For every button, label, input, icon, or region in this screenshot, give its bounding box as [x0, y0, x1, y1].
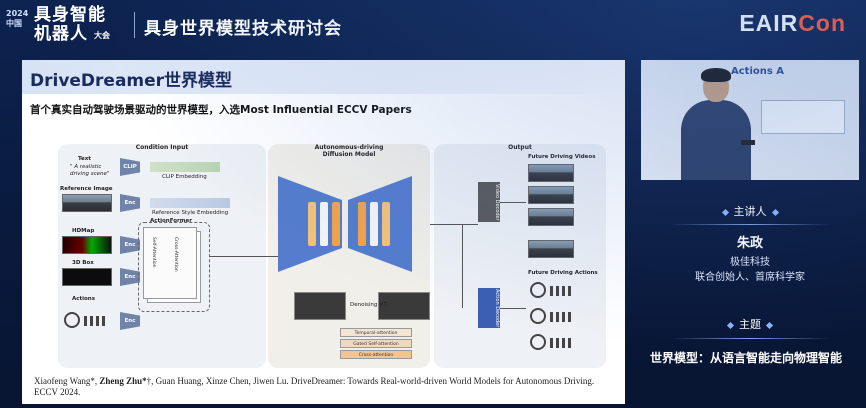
action-encoder: Enc [120, 312, 140, 330]
slide-title: DriveDreamer世界模型 [30, 71, 233, 91]
ref-image-thumb [62, 194, 112, 212]
text-quote-1: " A realistic [70, 164, 102, 170]
logo-small-text: 2024 中国 [6, 9, 29, 28]
speaker-figure [681, 68, 755, 180]
output-bars-icon-2 [550, 312, 572, 322]
header-divider [134, 12, 135, 38]
box3d-label: 3D Box [72, 260, 94, 266]
gated-self-attention-box: Gated Self-attention [340, 339, 412, 348]
camera-background-diagram [761, 100, 845, 134]
clip-embedding-bar [150, 162, 220, 172]
video-decoder: Video Decoder [478, 182, 500, 222]
output-video-3 [528, 208, 574, 226]
steering-wheel-icon [64, 312, 80, 328]
output-panel: Output [434, 144, 606, 368]
diffusion-heading-2: Diffusion Model [322, 151, 376, 158]
cross-attention-box: Cross-attention [340, 350, 412, 359]
brand-prefix: EAIR [739, 10, 799, 36]
output-video-1 [528, 164, 574, 182]
topic-tag: 主题 [708, 316, 792, 332]
future-actions-label: Future Driving Actions [528, 270, 598, 276]
output-heading: Output [508, 144, 532, 151]
hdmap-encoder: Enc [120, 236, 140, 254]
ref-encoder: Enc [120, 194, 140, 212]
unet-block-2 [320, 202, 328, 246]
microphone-icon [741, 140, 755, 145]
output-wheel-icon-3 [530, 334, 546, 350]
topic-divider [670, 338, 830, 339]
event-title: 具身世界模型技术研讨会 [144, 19, 342, 39]
output-video-2 [528, 186, 574, 204]
output-video-4 [528, 240, 574, 258]
slide-title-bar [22, 60, 625, 94]
ref-style-bar [150, 198, 230, 208]
topic-text: 世界模型：从语言智能走向物理智能 [649, 351, 842, 365]
diamond-icon-right [765, 321, 774, 329]
speaker-role: 联合创始人、首席科学家 [695, 272, 805, 283]
box3d-encoder: Enc [120, 268, 140, 286]
logo-tag-text: 大会 [94, 31, 110, 40]
speaker-camera-feed: Actions A [641, 60, 859, 180]
unet-block-6 [382, 202, 390, 246]
output-wheel-icon-1 [530, 282, 546, 298]
output-wheel-icon-2 [530, 308, 546, 324]
connector-action-out [500, 308, 526, 309]
camera-board-text: Actions A [731, 66, 785, 77]
action-bars-icon [84, 316, 106, 326]
actionformer-label: ActionFormer [150, 218, 192, 224]
ref-style-label: Reference Style Embedding [152, 210, 229, 216]
architecture-diagram: Condition Input Autonomous-driving Diffu… [58, 136, 606, 372]
connector-video-out [500, 202, 526, 203]
connector-to-video-decoder [430, 224, 478, 225]
output-bars-icon-3 [550, 338, 572, 348]
unet-block-3 [332, 202, 340, 246]
speaker-tag: 主讲人 [708, 203, 792, 219]
actionformer-card-front [143, 227, 197, 299]
temporal-attention-box: Temporal-attention [340, 328, 412, 337]
presentation-slide: DriveDreamer世界模型 首个真实自动驾驶场景驱动的世界模型，入选Mos… [22, 60, 625, 404]
output-bars-icon-1 [550, 286, 572, 296]
brand-logo: EAIRCon [739, 10, 846, 37]
clip-embedding-label: CLIP Embedding [162, 174, 207, 180]
diffusion-heading-1: Autonomous-driving [314, 144, 384, 151]
action-decoder: Action Decoder [478, 288, 500, 328]
diamond-icon-left [726, 321, 735, 329]
speaker-divider [670, 224, 830, 225]
cross-attention-label: Cross-Attention [173, 237, 178, 272]
diamond-icon-left [721, 208, 729, 216]
box3d-thumb [62, 268, 112, 286]
denoised-frames [378, 292, 430, 320]
speaker-organization: 极佳科技 [730, 257, 770, 268]
connector-vertical [462, 224, 463, 308]
diamond-icon-right [771, 208, 779, 216]
speaker-name: 朱政 [736, 236, 763, 251]
condition-input-heading: Condition Input [135, 144, 189, 151]
actionformer-box: Self-Attention Cross-Attention [138, 222, 210, 312]
self-attention-label: Self-Attention [151, 237, 156, 268]
clip-encoder: CLIP [120, 158, 140, 176]
unet-block-4 [358, 202, 366, 246]
speaker-hair [701, 68, 731, 82]
paper-citation: Xiaofeng Wang*, Zheng Zhu*†, Guan Huang,… [34, 376, 595, 397]
unet-block-1 [308, 202, 316, 246]
actions-label: Actions [72, 296, 95, 302]
hdmap-thumb [62, 236, 112, 254]
connector-actionformer-unet [210, 256, 278, 257]
conference-logo: 2024 中国 具身智能 机器人 大会 [6, 6, 130, 46]
future-videos-label: Future Driving Videos [528, 154, 596, 160]
noisy-frames [294, 292, 346, 320]
ref-image-label: Reference Image [60, 186, 113, 192]
logo-main-text: 具身智能 机器人 [34, 5, 106, 44]
denoising-label: Denoising ×T [350, 302, 388, 308]
unet-block-5 [370, 202, 378, 246]
slide-subtitle: 首个真实自动驾驶场景驱动的世界模型，入选Most Influential ECC… [30, 104, 412, 116]
brand-suffix: Con [798, 10, 846, 36]
speaker-body [681, 100, 751, 180]
text-label: Text [78, 156, 91, 162]
text-quote-2: driving scene" [70, 171, 110, 177]
hdmap-label: HDMap [72, 228, 95, 234]
